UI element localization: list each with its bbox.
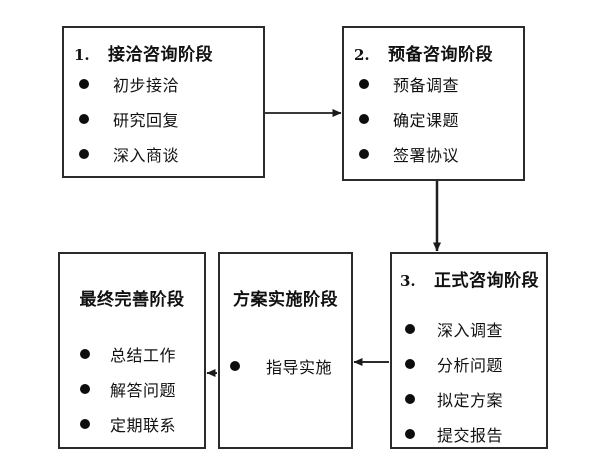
stage-prepare-item-0: 预备调查 xyxy=(393,76,460,95)
bullet-icon xyxy=(79,149,89,159)
stage-final-title: 最终完善阶段 xyxy=(79,290,185,310)
bullet-icon xyxy=(359,79,369,89)
stage-formal-header: 3. 正式咨询阶段 xyxy=(400,266,546,291)
list-item[interactable]: 初步接洽 xyxy=(74,72,263,96)
stage-contact-item-1: 研究回复 xyxy=(113,111,180,130)
stage-implement-inner: 方案实施阶段 指导实施 xyxy=(220,254,351,378)
stage-formal-items: 深入调查 分析问题 拟定方案 提交报告 xyxy=(400,317,546,446)
bullet-icon xyxy=(79,79,89,89)
list-item[interactable]: 深入商谈 xyxy=(74,142,263,166)
stage-formal-item-3: 提交报告 xyxy=(437,426,504,445)
list-item[interactable]: 分析问题 xyxy=(400,352,546,376)
stage-formal-inner: 3. 正式咨询阶段 深入调查 分析问题 拟定方案 提交报告 xyxy=(392,254,546,446)
list-item[interactable]: 指导实施 xyxy=(220,354,351,378)
bullet-icon xyxy=(79,114,89,124)
bullet-icon xyxy=(405,394,415,404)
stage-final-item-0: 总结工作 xyxy=(110,346,177,365)
stage-prepare-title: 预备咨询阶段 xyxy=(388,45,493,65)
bullet-icon xyxy=(359,149,369,159)
stage-box-final[interactable]: 最终完善阶段 总结工作 解答问题 定期联系 xyxy=(58,252,206,449)
list-item[interactable]: 研究回复 xyxy=(74,107,263,131)
stage-final-item-2: 定期联系 xyxy=(110,416,177,435)
stage-prepare-item-1: 确定课题 xyxy=(393,111,460,130)
stage-contact-item-2: 深入商谈 xyxy=(113,146,180,165)
bullet-icon xyxy=(405,324,415,334)
stage-implement-items: 指导实施 xyxy=(220,354,351,378)
stage-contact-item-0: 初步接洽 xyxy=(113,76,180,95)
stage-prepare-number: 2. xyxy=(354,46,370,64)
stage-final-inner: 最终完善阶段 总结工作 解答问题 定期联系 xyxy=(60,254,204,436)
list-item[interactable]: 定期联系 xyxy=(60,412,204,436)
stage-prepare-items: 预备调查 确定课题 签署协议 xyxy=(354,72,523,166)
stage-prepare-header: 2. 预备咨询阶段 xyxy=(354,40,523,65)
list-item[interactable]: 拟定方案 xyxy=(400,387,546,411)
list-item[interactable]: 解答问题 xyxy=(60,377,204,401)
stage-formal-item-0: 深入调查 xyxy=(437,321,504,340)
stage-contact-header: 1. 接洽咨询阶段 xyxy=(74,40,263,65)
stage-formal-item-1: 分析问题 xyxy=(437,356,504,375)
list-item[interactable]: 签署协议 xyxy=(354,142,523,166)
bullet-icon xyxy=(80,384,90,394)
list-item[interactable]: 总结工作 xyxy=(60,342,204,366)
stage-contact-title: 接洽咨询阶段 xyxy=(108,45,213,65)
stage-implement-title: 方案实施阶段 xyxy=(233,290,338,310)
stage-box-prepare[interactable]: 2. 预备咨询阶段 预备调查 确定课题 签署协议 xyxy=(342,26,525,181)
list-item[interactable]: 提交报告 xyxy=(400,422,546,446)
list-item[interactable]: 深入调查 xyxy=(400,317,546,341)
stage-formal-title: 正式咨询阶段 xyxy=(434,271,539,291)
stage-prepare-item-2: 签署协议 xyxy=(393,146,460,165)
stage-contact-inner: 1. 接洽咨询阶段 初步接洽 研究回复 深入商谈 xyxy=(64,28,263,166)
stage-formal-number: 3. xyxy=(400,272,416,290)
bullet-icon xyxy=(405,429,415,439)
stage-implement-item-0: 指导实施 xyxy=(266,358,333,377)
stage-final-item-1: 解答问题 xyxy=(110,381,177,400)
stage-formal-item-2: 拟定方案 xyxy=(437,391,504,410)
stage-contact-number: 1. xyxy=(74,46,90,64)
bullet-icon xyxy=(230,361,240,371)
bullet-icon xyxy=(80,419,90,429)
list-item[interactable]: 确定课题 xyxy=(354,107,523,131)
list-item[interactable]: 预备调查 xyxy=(354,72,523,96)
stage-box-implement[interactable]: 方案实施阶段 指导实施 xyxy=(218,252,353,449)
bullet-icon xyxy=(359,114,369,124)
stage-box-formal[interactable]: 3. 正式咨询阶段 深入调查 分析问题 拟定方案 提交报告 xyxy=(390,252,548,449)
stage-box-contact[interactable]: 1. 接洽咨询阶段 初步接洽 研究回复 深入商谈 xyxy=(62,26,265,178)
stage-contact-items: 初步接洽 研究回复 深入商谈 xyxy=(74,72,263,166)
stage-final-items: 总结工作 解答问题 定期联系 xyxy=(60,342,204,436)
bullet-icon xyxy=(405,359,415,369)
stage-prepare-inner: 2. 预备咨询阶段 预备调查 确定课题 签署协议 xyxy=(344,28,523,166)
bullet-icon xyxy=(80,349,90,359)
